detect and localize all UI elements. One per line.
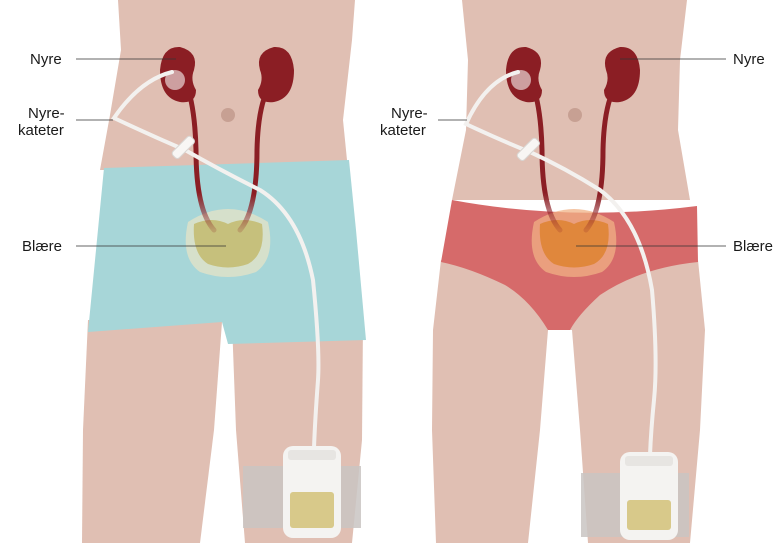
- figure-female: [432, 0, 705, 543]
- catheter-clip-female: [516, 137, 540, 161]
- torso-female: [452, 0, 690, 200]
- label-catheter-right-line2: kateter: [380, 122, 426, 139]
- navel-female: [568, 108, 582, 122]
- label-kidney-left: Nyre: [30, 51, 62, 68]
- urine-bag-male: [283, 446, 341, 538]
- figure-male: [82, 0, 366, 543]
- navel-male: [221, 108, 235, 122]
- label-catheter-left-line1: Nyre-: [28, 105, 65, 122]
- label-bladder-right: Blære: [733, 238, 773, 255]
- left-leg-male: [82, 320, 222, 543]
- catheter-tube-male: [111, 70, 321, 450]
- kidney-right-male: [258, 46, 294, 103]
- urine-bag-female: [620, 452, 678, 540]
- catheter-tube-female: [463, 70, 658, 457]
- catheter-clip-male: [171, 135, 195, 159]
- label-bladder-left: Blære: [22, 238, 62, 255]
- torso-male: [100, 0, 355, 170]
- label-catheter-left-line2: kateter: [18, 122, 64, 139]
- kidney-right-female: [604, 46, 640, 103]
- leader-lines: [76, 58, 726, 247]
- label-catheter-right-line1: Nyre-: [391, 105, 428, 122]
- label-kidney-right: Nyre: [733, 51, 765, 68]
